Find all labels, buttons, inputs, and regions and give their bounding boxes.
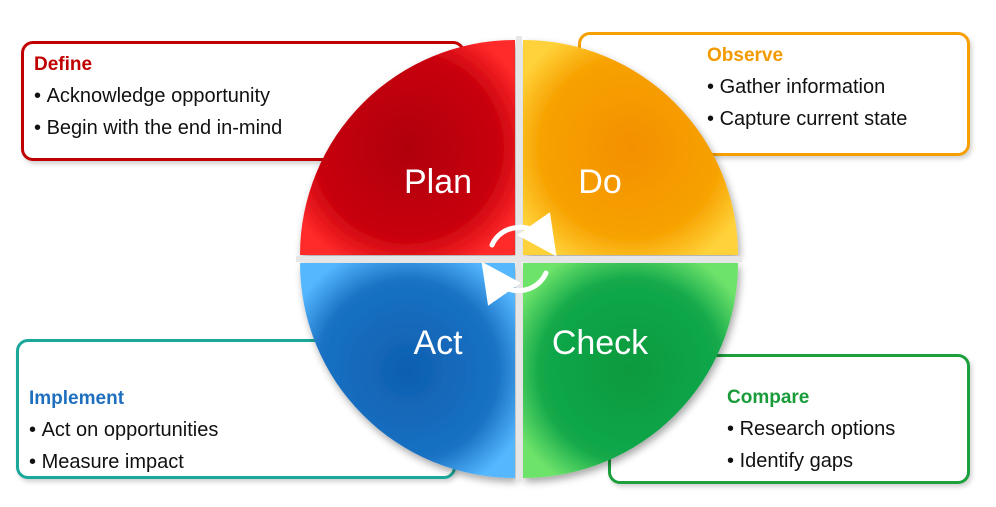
compare-heading: Compare	[727, 387, 810, 408]
plan-quadrant	[300, 40, 515, 255]
act-quadrant	[300, 263, 515, 478]
implement-heading: Implement	[29, 388, 125, 409]
check-quadrant	[523, 263, 738, 478]
define-item-1: Acknowledge opportunity	[34, 84, 270, 108]
implement-item-1: Act on opportunities	[29, 418, 219, 442]
cycle-arrows-icon	[481, 212, 557, 306]
do-label: Do	[578, 163, 621, 201]
compare-item-2: Identify gaps	[727, 449, 853, 473]
do-quadrant	[523, 40, 738, 255]
check-label: Check	[552, 324, 649, 362]
observe-item-2: Capture current state	[707, 107, 908, 131]
observe-heading: Observe	[707, 45, 784, 66]
plan-label: Plan	[404, 163, 472, 201]
compare-item-1: Research options	[727, 417, 896, 441]
observe-item-1: Gather information	[707, 75, 886, 99]
define-item-2: Begin with the end in-mind	[34, 116, 283, 140]
define-heading: Define	[34, 54, 93, 75]
act-label: Act	[413, 324, 463, 362]
implement-item-2: Measure impact	[29, 450, 184, 474]
